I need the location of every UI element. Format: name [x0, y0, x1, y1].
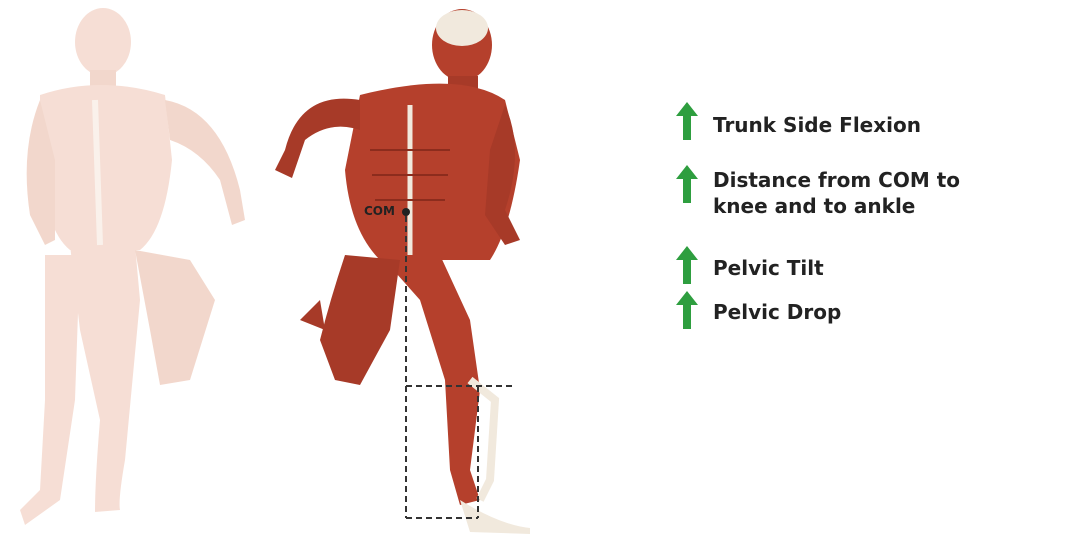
up-arrow-icon — [676, 291, 698, 329]
up-arrow-icon — [676, 102, 698, 140]
pelvic-tilt-label: Pelvic Tilt — [713, 255, 824, 281]
up-arrow-icon — [676, 165, 698, 203]
trunk-side-flexion-label: Trunk Side Flexion — [713, 112, 921, 138]
com-marker — [402, 208, 410, 216]
distance-label-line1: Distance from COM to — [713, 167, 960, 193]
up-arrow-icon — [676, 246, 698, 284]
com-label: COM — [364, 204, 395, 218]
faded-body-figure — [20, 8, 245, 525]
muscle-body-figure — [275, 9, 530, 534]
pelvic-drop-label: Pelvic Drop — [713, 299, 841, 325]
distance-label-line2: knee and to ankle — [713, 193, 915, 219]
